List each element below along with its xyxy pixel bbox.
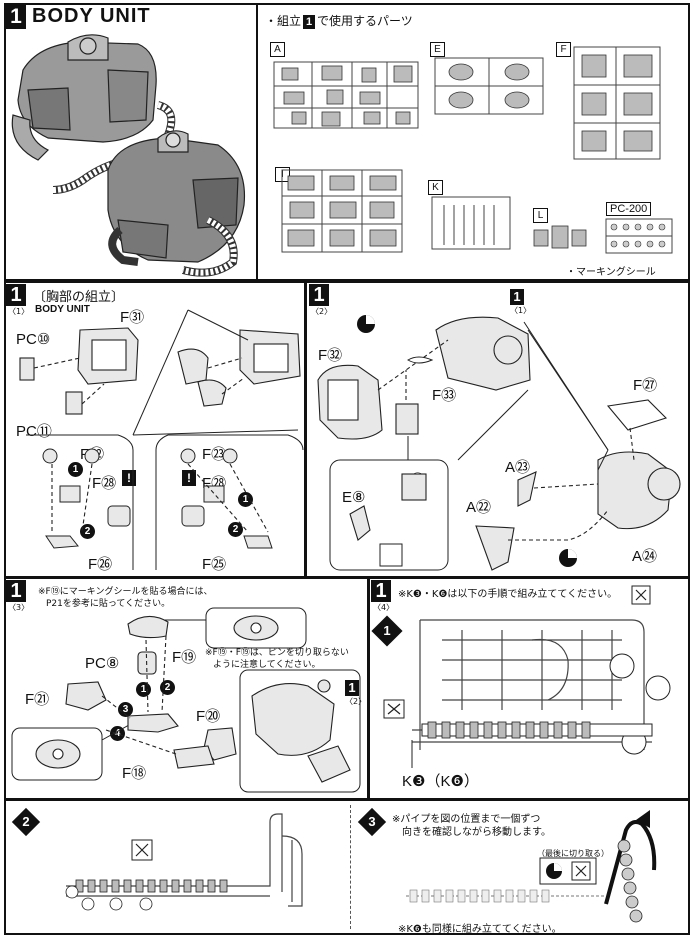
label-pc10: PC⑩ (16, 331, 51, 348)
sub1-step-number: 1 (6, 284, 26, 306)
sub2-index: 〈2〉 (311, 307, 333, 316)
label-f32: F㉜ (318, 347, 343, 364)
sub1-heading: 〔胸部の組立〕 (33, 290, 125, 305)
runner-label-e: E (430, 42, 445, 57)
sub3-ref-step: 1 (345, 680, 359, 696)
bottom-step2-number: 2 (22, 814, 30, 829)
runner-e-drawing (434, 57, 544, 115)
sub4-note: ※K❸・K❻は以下の手順で組み立ててください。 (398, 589, 618, 600)
sub3-note-sticker: ※F⑲にマーキングシールを貼る場合には、 (38, 587, 213, 597)
label-pc8: PC⑧ (85, 655, 120, 672)
sub3-index: 〈3〉 (8, 603, 30, 612)
sub3-index-value: 3 (16, 603, 22, 612)
sub4-step-marker-number: 1 (383, 623, 391, 638)
sub3-ref-index-value: 2 (353, 697, 359, 706)
sub3-note-pin: ※F⑲・F⑲は、ピンを切り取らない (205, 648, 349, 658)
sub2-ref-index: 〈1〉 (510, 306, 532, 315)
runner-a-drawing (273, 61, 419, 129)
parts-heading-tail: で使用するパーツ (317, 14, 413, 28)
sub2-drawing (317, 315, 681, 571)
sub3-note-pin-2: ように注意してください。 (213, 660, 321, 670)
marking-seal-label: ・マーキングシール (566, 267, 656, 278)
label-a22: A㉒ (466, 499, 492, 516)
runner-label-a: A (270, 42, 285, 57)
parts-heading-step: 1 (303, 15, 316, 29)
lower-body-drawing (107, 130, 246, 277)
label-f27: F㉗ (633, 377, 658, 394)
label-a23: A㉓ (505, 459, 531, 476)
sub1-index: 〈1〉 (8, 307, 30, 316)
sub3-step-3: 3 (118, 702, 133, 717)
sub1-drawing (19, 309, 304, 570)
runner-label-k: K (428, 180, 443, 195)
label-e8: E⑧ (342, 489, 366, 506)
step1-panel (4, 3, 690, 281)
sub3-step-number: 1 (6, 580, 26, 602)
runner-k-drawing (431, 196, 511, 250)
label-f20: F⑳ (196, 708, 221, 725)
sub1-step-2b: 2 (228, 522, 243, 537)
sub4-step-number: 1 (371, 580, 391, 602)
sub3-ref-index: 〈2〉 (345, 697, 367, 706)
sub2-ref-step: 1 (510, 289, 524, 305)
sub4-index: 〈4〉 (373, 603, 395, 612)
bottom-step3-number: 3 (368, 814, 376, 829)
bottom-panel (4, 799, 690, 935)
runner-label-l: L (533, 208, 548, 223)
label-f23: F㉓ (202, 446, 227, 463)
step-number: 1 (6, 5, 26, 29)
upper-body-drawing (11, 34, 157, 161)
label-f28a: F㉘ (92, 475, 117, 492)
parts-heading-label: ・組立 (265, 14, 302, 28)
sub2-step-number: 1 (309, 284, 329, 306)
sub3-note-sticker-2: P21を参考に貼ってください。 (46, 599, 171, 609)
runner-label-pc: PC-200 (606, 202, 652, 216)
label-pc11: PC⑪ (16, 423, 52, 440)
divider-v-bottom (350, 805, 351, 929)
label-a24: A㉔ (632, 548, 658, 565)
sub1-index-value: 1 (16, 307, 22, 316)
sub1-step-1b: 1 (238, 492, 253, 507)
bottom-note-move: ※パイプを図の位置まで一個ずつ (392, 814, 541, 825)
pc-runner-drawing (605, 218, 673, 254)
label-f26: F㉖ (88, 556, 113, 573)
sub1-step-2a: 2 (80, 524, 95, 539)
warning-icon: ! (182, 470, 196, 486)
sub1-subtitle: BODY UNIT (35, 304, 90, 315)
label-f33: F㉝ (432, 387, 457, 404)
label-f25: F㉕ (202, 556, 227, 573)
label-f31: F㉛ (120, 309, 145, 326)
runner-i-drawing (281, 169, 403, 253)
sub3-step-2: 2 (160, 680, 175, 695)
sub1-step-1a: 1 (68, 462, 83, 477)
bottom-drawing (65, 810, 657, 923)
sub4-index-value: 4 (381, 603, 387, 612)
label-k3-k6: K❸（K❻） (402, 773, 479, 790)
sub2-ref-index-value: 1 (518, 306, 524, 315)
sub4-drawing (383, 585, 671, 768)
bottom-note-move-2: 向きを確認しながら移動します。 (402, 827, 551, 838)
bottom-note-k6: ※K❻も同様に組み立ててください。 (398, 924, 562, 935)
label-f18: F⑱ (122, 765, 147, 782)
sub2-index-value: 2 (319, 307, 325, 316)
runner-label-f: F (556, 42, 571, 57)
sub3-drawing (11, 607, 361, 793)
bottom-cut-note: （最後に切り取る） (537, 849, 609, 858)
page-title: BODY UNIT (32, 5, 151, 27)
runner-l-drawing (533, 225, 587, 249)
runner-f-drawing (573, 46, 661, 160)
label-f19: F⑲ (172, 649, 197, 666)
body-unit-illustration (11, 34, 246, 277)
divider-v-top (256, 3, 258, 281)
label-f21: F㉑ (25, 691, 50, 708)
